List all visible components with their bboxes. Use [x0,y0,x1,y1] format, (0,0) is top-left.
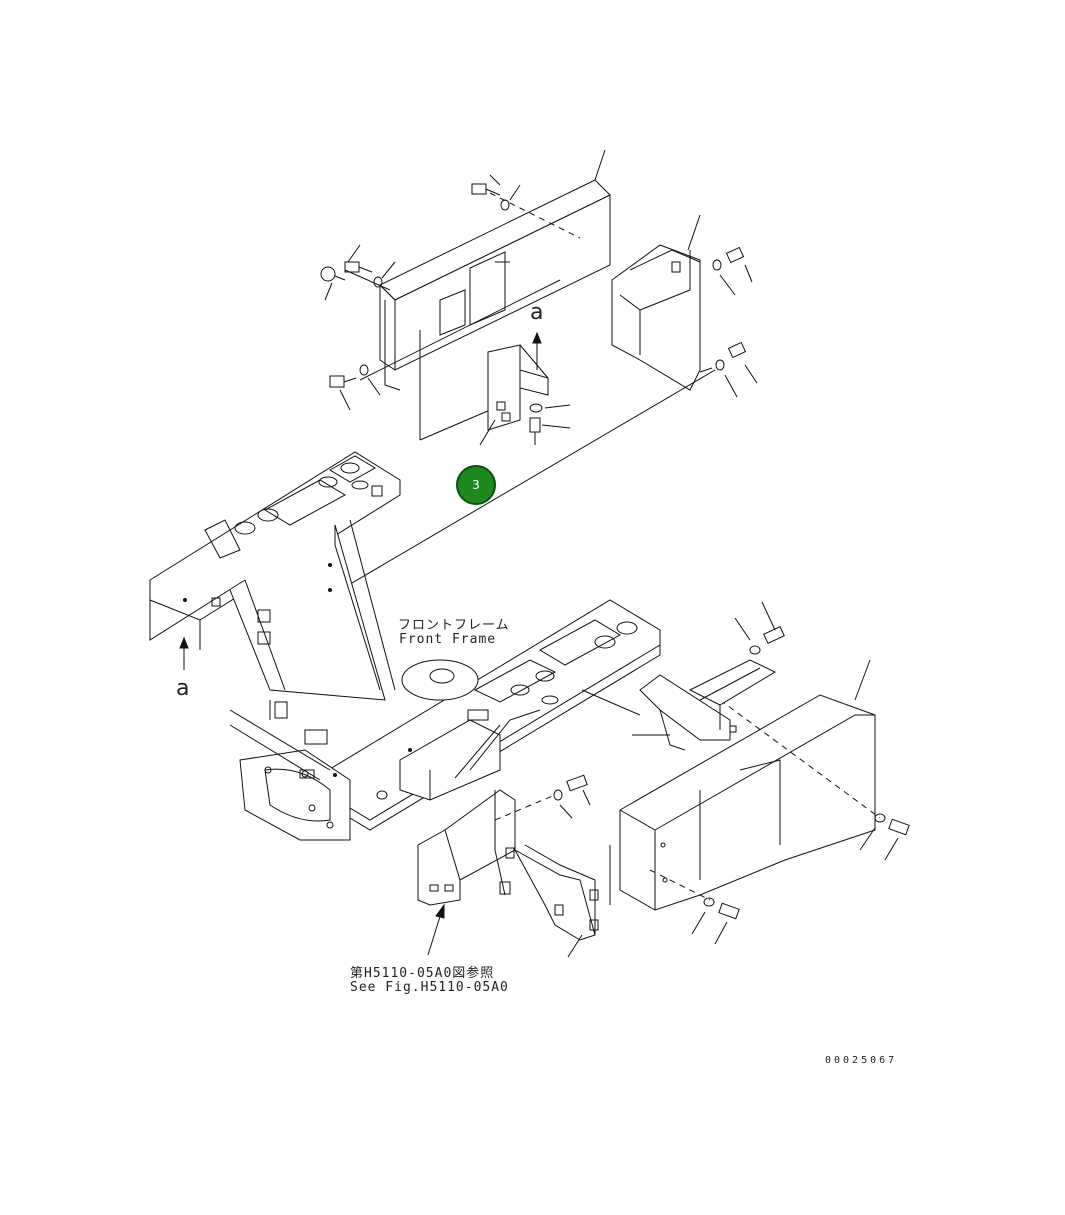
lower-right-cover [619,659,910,945]
upper-bolt-3 [329,364,369,388]
view-mark-lower: a [176,676,190,701]
see-fig-label-en: See Fig.H5110-05A0 [350,980,509,995]
front-frame [149,451,661,841]
lower-center-brackets [417,774,611,958]
see-fig-label-jp: 第H5110-05A0図参照 [350,966,495,981]
front-frame-label-jp: フロントフレーム [398,618,510,633]
upper-bolt-2 [320,261,383,288]
upper-right-bracket [611,214,758,398]
part-callout-3[interactable]: 3 [456,465,496,505]
view-mark-upper: a [530,300,544,325]
upper-bracket-assembly [320,149,611,446]
drawing-number: 00025067 [825,1055,898,1066]
upper-bolt-1 [471,183,510,211]
front-frame-label-en: Front Frame [399,632,497,647]
callout-leader-line [339,369,716,591]
lower-right-bracket [581,601,785,751]
upper-bolt-4 [529,403,543,445]
part-callout-number: 3 [472,478,480,492]
